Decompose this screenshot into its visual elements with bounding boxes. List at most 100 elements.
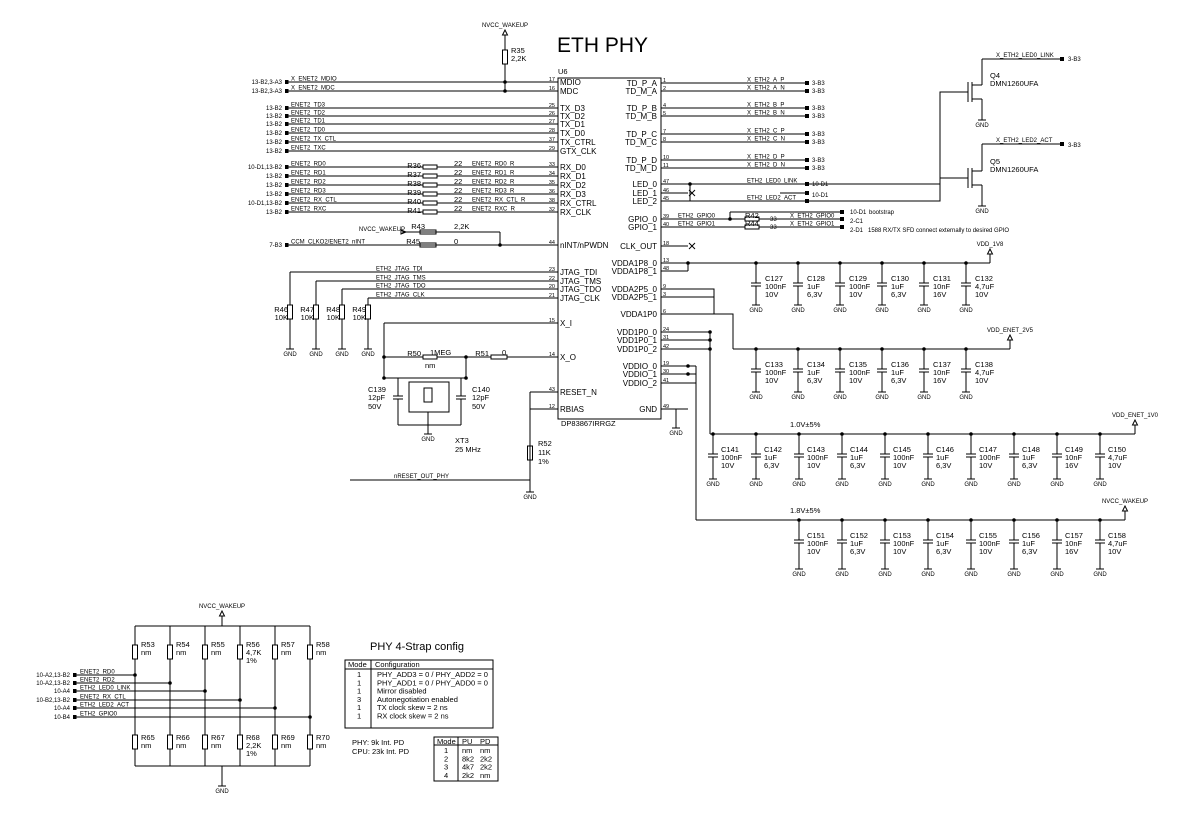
pin-name: TD_M_D (625, 164, 657, 173)
resistor-ref: R37 (407, 170, 421, 179)
power-arrow (1131, 418, 1139, 426)
pin-name: GPIO_0 (628, 215, 657, 224)
config-mode: 1 (357, 670, 361, 679)
sheet-ref: 10-A2,13-B2 (36, 681, 70, 687)
capacitor-voltage: 10V (849, 376, 862, 385)
pin-name: TD_P_D (626, 156, 657, 165)
config-mode: 1 (357, 703, 361, 712)
capacitor-ref: C154 (936, 531, 954, 540)
gnd-label: GND (1093, 572, 1107, 578)
resistor-ref: R53 (141, 640, 155, 649)
config-mode: 1 (357, 687, 361, 696)
net-name: ENET2_RD0 (80, 670, 115, 676)
resistor-value: nm (211, 648, 221, 657)
power-label: VDD_ENET_1V0 (1112, 413, 1159, 419)
resistor-ref: R69 (281, 733, 295, 742)
gnd-label: GND (792, 482, 806, 488)
pulldown-resistor (339, 304, 345, 320)
capacitor-ref: C134 (807, 360, 825, 369)
capacitor-value: 100nF (893, 453, 915, 462)
net-name: X_ETH2_A_P (747, 78, 784, 84)
net-name: ENET2_RXC_R (472, 207, 516, 213)
pin-name: GND (639, 405, 657, 414)
gnd-label: GND (791, 308, 805, 314)
net-name: X_ETH2_LED2_ACT (996, 138, 1053, 144)
gnd-label: GND (964, 482, 978, 488)
pin-name: VDDA2P5_1 (612, 293, 658, 302)
net-name: X_ETH2_LED0_LINK (996, 53, 1054, 59)
resistor-value: 10K (275, 313, 288, 322)
net-name: ENET2_RD3 (291, 189, 326, 195)
pin-number: 25 (549, 103, 555, 109)
sheet-ref: 10-D1 (812, 182, 829, 188)
capacitor-value: 100nF (849, 282, 871, 291)
junction-dot (708, 330, 712, 334)
resistor-value: nm (316, 648, 326, 657)
capacitor-ref: C142 (764, 445, 782, 454)
capacitor-voltage: 6,3V (764, 461, 779, 470)
pin-name: VDD1P0_0 (617, 328, 658, 337)
pin-number: 26 (549, 111, 555, 117)
resistor-value: 2,2K (511, 54, 526, 63)
capacitor-value: 1uF (850, 453, 863, 462)
mosfet-ref: Q4 (990, 71, 1000, 80)
pin-number: 28 (549, 128, 555, 134)
net-name: ETH2_JTAG_CLK (376, 293, 425, 299)
resistor-ref: R45 (406, 237, 420, 246)
capacitor-ref: C147 (979, 445, 997, 454)
strap-resistor-top (307, 644, 313, 660)
capacitor-voltage: 6,3V (891, 290, 906, 299)
resistor-ref: R43 (411, 222, 425, 231)
pin-number: 9 (663, 284, 666, 290)
sheet-ref: 10-A4 (54, 689, 71, 695)
capacitor-ref: C139 (368, 385, 386, 394)
pin-name: RX_D1 (560, 172, 586, 181)
capacitor-voltage: 10V (893, 547, 906, 556)
net-name: ENET2_TD2 (291, 111, 326, 117)
connector (73, 673, 77, 677)
resistor-ref: R35 (511, 46, 525, 55)
pin-name: TX_D0 (560, 129, 585, 138)
capacitor-voltage: 6,3V (1022, 461, 1037, 470)
gnd-label: GND (361, 352, 375, 358)
pin-name: VDDIO_1 (623, 370, 658, 379)
gnd-label: GND (215, 789, 229, 795)
capacitor-value: 4,7uF (1108, 539, 1128, 548)
pin-number: 27 (549, 119, 555, 125)
power-label: VDD_1V8 (977, 242, 1004, 248)
mode-value: 1 (444, 746, 448, 755)
capacitor-voltage: 10V (849, 290, 862, 299)
pin-name: LED_2 (633, 197, 658, 206)
resistor-value: 0 (502, 348, 506, 357)
pin-name: TD_P_C (626, 130, 657, 139)
pin-number: 42 (663, 344, 669, 350)
sheet-ref: 13-B2,3-A3 (252, 80, 283, 86)
capacitor-ref: C128 (807, 274, 825, 283)
pin-number: 41 (663, 378, 669, 384)
junction-dot (686, 364, 690, 368)
config-text: Mirror disabled (377, 687, 427, 696)
net-name: ETH2_LED0_LINK (80, 686, 130, 692)
sheet-ref: 13-B2 (266, 210, 283, 216)
net-name: ENET2_TD0 (291, 128, 326, 134)
pin-name: RX_D2 (560, 181, 586, 190)
connector (285, 122, 289, 126)
net-name: ENET2_RD2 (80, 678, 115, 684)
gnd-label: GND (309, 352, 323, 358)
resistor-ref: R44 (745, 219, 759, 228)
connector (285, 174, 289, 178)
power-arrow (400, 229, 408, 235)
pin-name: TD_M_C (625, 138, 657, 147)
strap-resistor-bottom (202, 734, 208, 750)
resistor-value: nm (281, 648, 291, 657)
net-name: ENET2_TD1 (291, 119, 326, 125)
mode-value: 2k2 (480, 754, 492, 763)
sheet-ref: 13-B2 (266, 183, 283, 189)
resistor-ref: R50 (407, 349, 421, 358)
strap-resistor-top (202, 644, 208, 660)
power-arrow (1121, 504, 1129, 512)
net-name: ETH2_GPIO1 (678, 222, 716, 228)
gnd-label: GND (792, 572, 806, 578)
capacitor-ref: C140 (472, 385, 490, 394)
gnd-label: GND (1050, 572, 1064, 578)
